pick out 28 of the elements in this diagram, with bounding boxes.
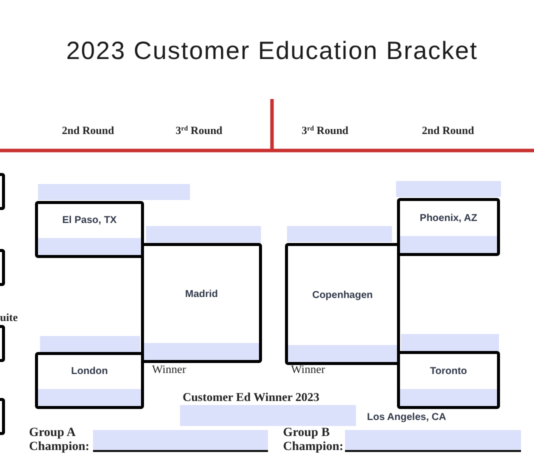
bracket-box: [0, 173, 5, 210]
field-caption: Winner: [152, 364, 186, 377]
text-fragment: uite: [0, 311, 18, 325]
team-name: El Paso, TX: [62, 215, 117, 227]
diagram-title: 2023 Customer Education Bracket: [66, 36, 478, 66]
place-label: Los Angeles, CA: [367, 412, 446, 424]
bracket-box: [35, 352, 144, 409]
bracket-box: [0, 398, 5, 435]
bracket-box: [397, 198, 500, 256]
bracket-box: [141, 243, 262, 363]
team-name: Phoenix, AZ: [420, 212, 478, 224]
field-caption: Winner: [291, 364, 326, 377]
column-heading: 2nd Round: [422, 124, 474, 138]
bracket-box: [397, 351, 500, 409]
bracket-box: [0, 325, 5, 362]
bracket-box: [0, 249, 5, 286]
column-heading: 3$^{rd}$ Round: [302, 124, 348, 138]
column-heading: 3$^{rd}$ Round: [176, 124, 222, 138]
team-name: Madrid: [185, 288, 218, 300]
field-label: Customer Ed Winner 2023: [182, 390, 320, 404]
team-name: London: [71, 366, 108, 378]
column-heading: 2nd Round: [62, 124, 114, 138]
team-name: Toronto: [430, 366, 468, 378]
team-name: Copenhagen: [312, 290, 373, 302]
bracket-box: [35, 201, 144, 258]
bracket-box: [285, 243, 400, 365]
field-label: Group A Champion:: [29, 425, 90, 453]
field-label: Group B Champion:: [283, 425, 344, 453]
